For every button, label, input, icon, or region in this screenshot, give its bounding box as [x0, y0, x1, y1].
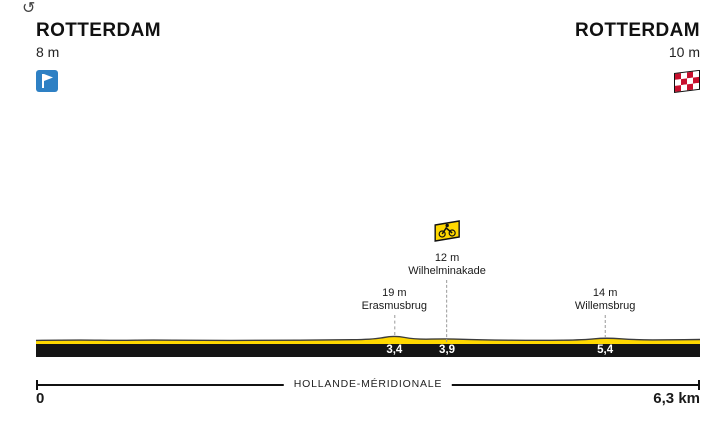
poi-elevation: 19 m [382, 287, 407, 299]
sprint-icon [433, 219, 461, 249]
poi-dash-line [446, 280, 448, 342]
finish-city: ROTTERDAM [575, 20, 700, 41]
reset-icon[interactable]: ↺ [22, 0, 36, 17]
profile-line [35, 335, 701, 342]
axis-tick-start [36, 380, 38, 390]
band-km-label: 5,4 [597, 344, 614, 356]
region-label: HOLLANDE-MÉRIDIONALE [283, 377, 453, 391]
start-city: ROTTERDAM [36, 20, 161, 41]
road-band [36, 344, 700, 357]
poi-name: Willemsbrug [574, 300, 636, 312]
band-km-label: 3,4 [386, 344, 403, 356]
axis-end-label: 6,3 km [653, 390, 700, 407]
poi-elevation: 12 m [434, 252, 460, 264]
finish-header: ROTTERDAM 10 m [575, 20, 700, 60]
band-km-label: 3,9 [439, 344, 456, 356]
start-header: ROTTERDAM 8 m [36, 20, 161, 60]
start-elevation: 8 m [36, 44, 60, 60]
poi-name: Wilhelminakade [408, 265, 486, 277]
axis-start-label: 0 [36, 390, 45, 407]
poi-elevation: 14 m [592, 287, 618, 299]
finish-elevation: 10 m [668, 44, 700, 60]
axis-tick-end [698, 380, 700, 390]
poi-dash-line [393, 315, 395, 336]
poi-name: Erasmusbrug [361, 300, 428, 312]
poi-dash-line [604, 315, 606, 338]
finish-flag-icon [674, 69, 700, 99]
profile-area [36, 336, 700, 345]
start-flag-icon [36, 70, 58, 97]
